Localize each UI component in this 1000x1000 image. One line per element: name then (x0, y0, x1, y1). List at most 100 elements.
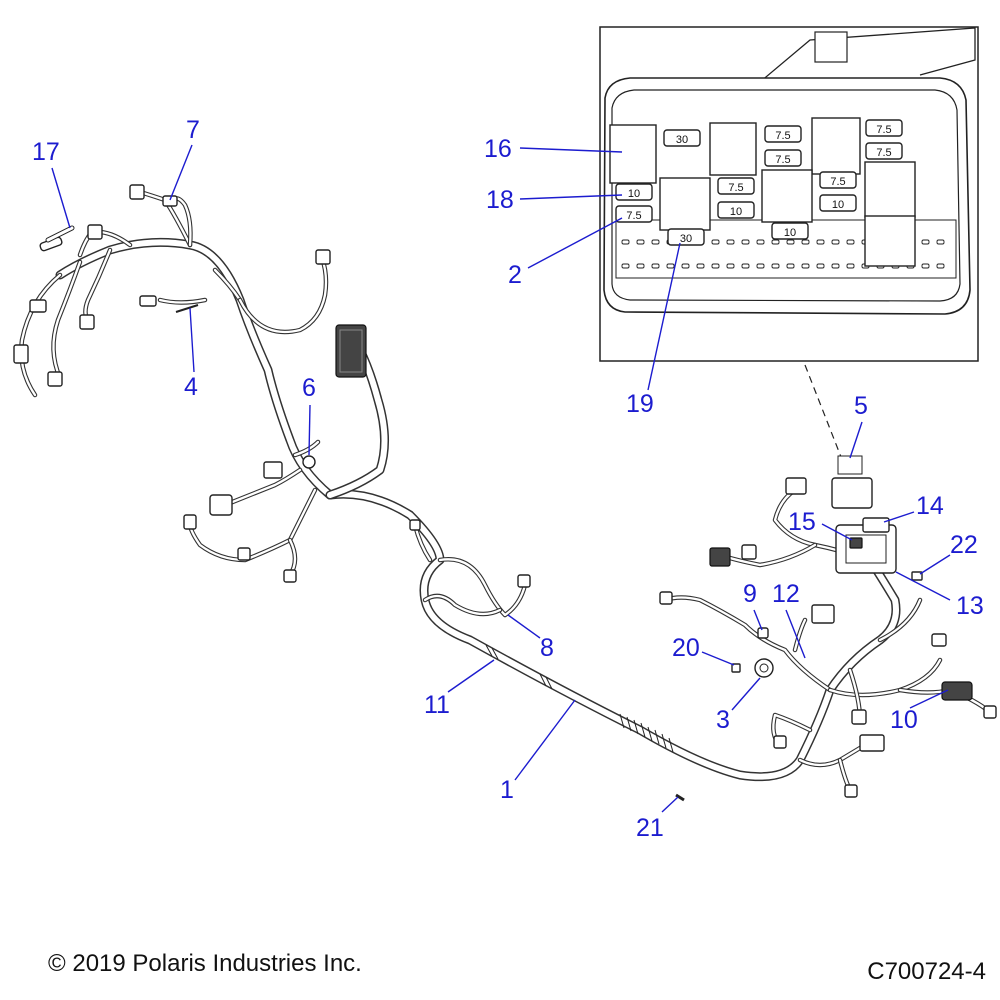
plug (162, 195, 178, 207)
fuse-label: 10 (784, 227, 796, 239)
connectors (13, 184, 997, 802)
relay-c (659, 177, 711, 231)
plug (785, 477, 807, 495)
relay-e (864, 161, 916, 218)
plug (773, 735, 787, 749)
terminal-cavity (921, 239, 930, 245)
copyright-text: © 2019 Polaris Industries Inc. (48, 950, 362, 977)
callout-12: 12 (772, 580, 800, 608)
clip-9 (757, 627, 769, 639)
terminal-cavity (636, 239, 645, 245)
callout-16: 16 (484, 135, 512, 163)
callout-5: 5 (854, 392, 868, 420)
callout-9: 9 (743, 580, 757, 608)
relay-14 (862, 517, 890, 533)
plug (517, 574, 531, 588)
plug (859, 734, 885, 752)
plug (811, 604, 835, 624)
terminal-cavity (741, 239, 750, 245)
fuse-7-5-b: 7.5 (764, 149, 802, 167)
fuse-7-5-e: 7.5 (615, 205, 653, 223)
callout-20: 20 (672, 634, 700, 662)
terminal-cavity (786, 239, 795, 245)
fuse-7-5-f: 7.5 (717, 177, 755, 195)
callout-2: 2 (508, 261, 522, 289)
fuse-label-5 (837, 455, 863, 475)
fuse-30-b: 30 (667, 228, 705, 246)
fuse-label: 7.5 (775, 154, 790, 166)
relay-16 (609, 124, 657, 184)
part-15 (849, 537, 863, 549)
callout-21: 21 (636, 814, 664, 842)
terminal-cavity (816, 239, 825, 245)
connector-10 (941, 681, 973, 701)
plug (709, 547, 731, 567)
inset-top-connector (814, 31, 848, 63)
terminal-cavity (756, 263, 765, 269)
terminal-cavity (711, 239, 720, 245)
plug (183, 514, 197, 530)
grommet-3 (754, 658, 774, 678)
terminal-cavity (621, 263, 630, 269)
tie-21 (675, 793, 685, 802)
plug (29, 299, 47, 313)
fuse-label: 7.5 (775, 130, 790, 142)
screw-20 (731, 663, 741, 673)
plug (409, 519, 421, 531)
ecu-connector (335, 324, 367, 378)
fuse-label: 10 (832, 199, 844, 211)
terminal-cavity (816, 263, 825, 269)
fuse-label: 7.5 (626, 210, 641, 222)
relay-d (761, 169, 813, 223)
inset-link-dashed (804, 364, 844, 463)
terminal-cavity (651, 239, 660, 245)
plug (87, 224, 103, 240)
terminal-cavity (681, 263, 690, 269)
terminal-cavity (801, 263, 810, 269)
terminal-cavity (831, 263, 840, 269)
callout-3: 3 (716, 706, 730, 734)
callout-1: 1 (500, 776, 514, 804)
callout-7: 7 (186, 116, 200, 144)
callout-17: 17 (32, 138, 60, 166)
plug (983, 705, 997, 719)
fuse-7-5-a: 7.5 (764, 125, 802, 143)
fuse-7-5-g: 7.5 (819, 171, 857, 189)
clip-6 (302, 455, 316, 469)
terminal-cavity (636, 263, 645, 269)
trunk-ribs (485, 644, 674, 753)
terminal-cavity (621, 239, 630, 245)
fuse-box-lid-5 (831, 477, 873, 509)
fuse-label: 7.5 (830, 176, 845, 188)
plug (851, 709, 867, 725)
plug (844, 784, 858, 798)
plug (209, 494, 233, 516)
fuse-10-c: 10 (819, 194, 857, 212)
terminal-cavity (666, 263, 675, 269)
sensor-4 (175, 304, 199, 313)
callout-13: 13 (956, 592, 984, 620)
fuse-10-d: 10 (771, 222, 809, 240)
plug (741, 544, 757, 560)
plug (931, 633, 947, 647)
terminal-cavity (786, 263, 795, 269)
terminal-cavity (756, 239, 765, 245)
callout-4: 4 (184, 373, 198, 401)
fuse-7-5-c: 7.5 (865, 119, 903, 137)
fuse-label: 7.5 (876, 124, 891, 136)
callout-15: 15 (788, 508, 816, 536)
plug (263, 461, 283, 479)
terminal-cavity (846, 263, 855, 269)
figure-id: C700724-4 (867, 958, 986, 985)
fuse-30-a: 30 (663, 129, 701, 147)
fuse-10-a: 10 (615, 183, 653, 201)
callout-18: 18 (486, 186, 514, 214)
terminal-cavity (726, 263, 735, 269)
terminal-cavity (921, 263, 930, 269)
callout-14: 14 (916, 492, 944, 520)
terminal-cavity (771, 239, 780, 245)
callout-11: 11 (424, 691, 450, 719)
fuse-label: 7.5 (728, 182, 743, 194)
plug (47, 371, 63, 387)
